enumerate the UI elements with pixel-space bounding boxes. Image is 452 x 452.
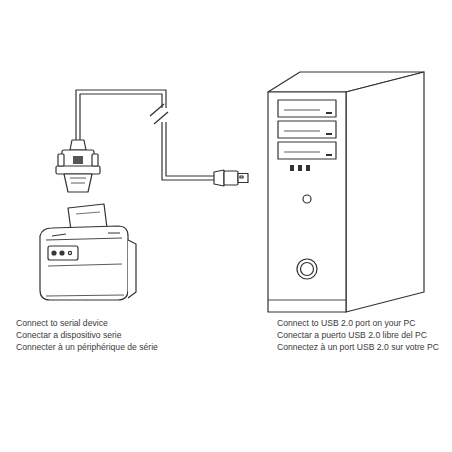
drive-bays (278, 100, 336, 159)
pc-tower (268, 72, 424, 312)
usb-plug (214, 170, 248, 186)
caption-text: Connect to USB 2.0 port on your PC (277, 317, 416, 329)
caption-text: Connecter à un périphérique de série (16, 341, 158, 353)
caption-text: Conectar a dispositivo serie (16, 329, 122, 341)
caption-text: Conectar a puerto USB 2.0 libre del PC (277, 329, 427, 341)
usb-ports (290, 165, 310, 171)
cable (76, 90, 214, 180)
receipt-printer (40, 204, 136, 300)
db9-connector (56, 140, 100, 192)
caption-text: Connect to serial device (16, 317, 108, 329)
caption-text: Connectez à un port USB 2.0 sur votre PC (277, 341, 439, 353)
